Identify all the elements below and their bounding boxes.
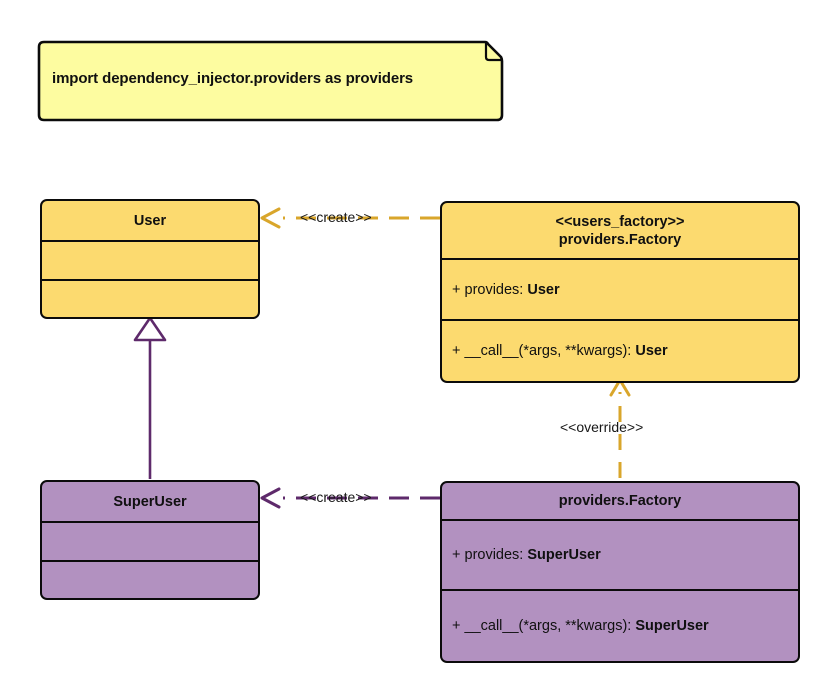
class-superuser-attributes bbox=[42, 523, 258, 562]
edge-label-override: <<override>> bbox=[560, 419, 644, 435]
class-user-operations bbox=[42, 281, 258, 316]
operation-type: SuperUser bbox=[635, 617, 709, 634]
class-user-title: User bbox=[42, 201, 258, 242]
class-box-user[interactable]: User bbox=[40, 199, 260, 319]
operation-row: + __call__(*args, **kwargs): User bbox=[452, 343, 668, 359]
operation-type: User bbox=[635, 342, 668, 359]
class-users-factory-stereotype: <<users_factory>> bbox=[555, 213, 685, 230]
attribute-row: + provides: SuperUser bbox=[452, 547, 601, 563]
edge-label-create-user: <<create>> bbox=[300, 209, 372, 225]
note-shape bbox=[37, 40, 504, 122]
note-import: import dependency_injector.providers as … bbox=[36, 39, 504, 123]
class-users-factory-title: <<users_factory>> providers.Factory bbox=[442, 203, 798, 260]
edge-inheritance-triangle bbox=[133, 316, 167, 342]
class-users-factory-name: providers.Factory bbox=[558, 231, 682, 248]
class-box-overriding-factory[interactable]: providers.Factory + provides: SuperUser … bbox=[440, 481, 800, 663]
operation-visibility: + bbox=[452, 342, 461, 359]
attribute-type: User bbox=[527, 281, 560, 298]
edge-create-superuser-arrowhead bbox=[260, 487, 281, 509]
class-users-factory-attributes: + provides: User bbox=[442, 260, 798, 321]
attribute-row: + provides: User bbox=[452, 282, 560, 298]
attribute-label: provides: bbox=[464, 547, 524, 563]
operation-label: __call__(*args, **kwargs): bbox=[464, 342, 632, 359]
class-overriding-factory-operations: + __call__(*args, **kwargs): SuperUser bbox=[442, 591, 798, 660]
edge-inheritance[interactable] bbox=[133, 316, 167, 479]
operation-label: __call__(*args, **kwargs): bbox=[464, 617, 632, 634]
edge-label-create-superuser: <<create>> bbox=[300, 489, 372, 505]
class-overriding-factory-title: providers.Factory bbox=[442, 483, 798, 521]
class-superuser-name: SuperUser bbox=[113, 493, 187, 510]
attribute-label: provides: bbox=[464, 281, 524, 298]
operation-visibility: + bbox=[452, 617, 461, 634]
class-user-attributes bbox=[42, 242, 258, 281]
class-overriding-factory-attributes: + provides: SuperUser bbox=[442, 521, 798, 591]
class-user-name: User bbox=[133, 212, 167, 229]
note-text: import dependency_injector.providers as … bbox=[52, 70, 414, 87]
operation-row: + __call__(*args, **kwargs): SuperUser bbox=[452, 618, 709, 634]
class-overriding-factory-name: providers.Factory bbox=[558, 493, 682, 509]
edge-create-user-arrowhead bbox=[260, 207, 281, 229]
class-box-users-factory[interactable]: <<users_factory>> providers.Factory + pr… bbox=[440, 201, 800, 383]
class-superuser-title: SuperUser bbox=[42, 482, 258, 523]
attribute-visibility: + bbox=[452, 281, 461, 298]
attribute-visibility: + bbox=[452, 547, 461, 563]
attribute-type: SuperUser bbox=[527, 547, 601, 563]
class-box-superuser[interactable]: SuperUser bbox=[40, 480, 260, 600]
class-superuser-operations bbox=[42, 562, 258, 597]
class-users-factory-operations: + __call__(*args, **kwargs): User bbox=[442, 321, 798, 380]
